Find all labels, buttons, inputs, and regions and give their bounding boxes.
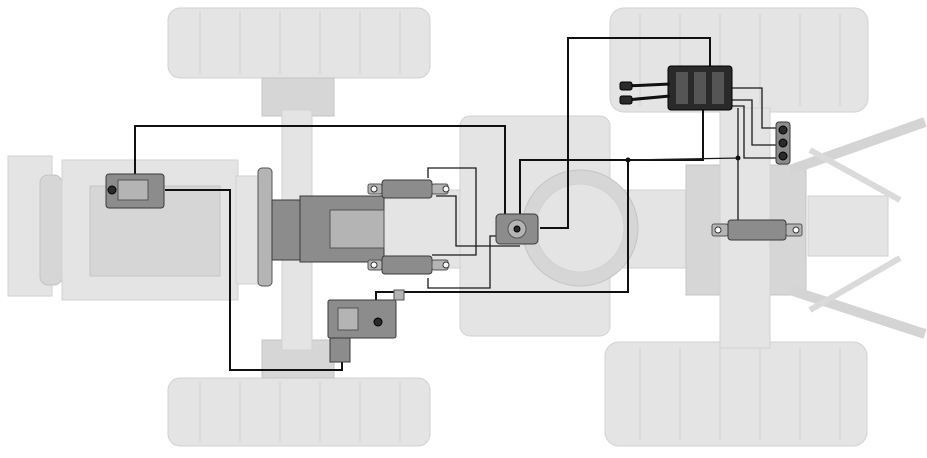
- steering-cylinder-upper-icon: [367, 179, 450, 199]
- remote-couplers-icon: [775, 121, 791, 165]
- steering-valve-icon: [495, 213, 539, 245]
- hose-steer-cyl-top: [427, 167, 477, 256]
- junction-dot: [735, 155, 741, 161]
- hose-steer-to-control-valve: [540, 37, 711, 229]
- rear-right-wheel-icon: [604, 341, 868, 447]
- control-valve-icon: [619, 65, 733, 111]
- steering-cylinder-lower-icon: [367, 255, 450, 275]
- fan: [39, 174, 63, 286]
- rear-left-wheel-icon: [609, 7, 869, 113]
- hose-steer-loop: [519, 106, 704, 218]
- front-right-wheel-icon: [167, 377, 431, 447]
- hose-steer-cyl-mid: [436, 195, 520, 247]
- hose-valve-to-couplers-1: [728, 87, 778, 129]
- hose-pump-to-tank: [165, 189, 343, 371]
- pto-housing: [807, 195, 889, 257]
- hydraulic-pump-icon: [105, 173, 165, 209]
- hose-valve-to-couplers-2: [722, 99, 778, 146]
- oil-tank-icon: [327, 289, 405, 363]
- hose-return-junction: [627, 157, 741, 161]
- three-point-linkage: [788, 117, 927, 339]
- front-gear-housing: [257, 167, 385, 287]
- junction-dot: [625, 157, 631, 163]
- front-left-wheel-icon: [167, 7, 431, 79]
- hydraulic-lines: [134, 37, 778, 371]
- lift-cylinder-icon: [711, 219, 803, 241]
- front-right-hub: [261, 339, 335, 379]
- hose-pump-to-rear: [134, 125, 506, 218]
